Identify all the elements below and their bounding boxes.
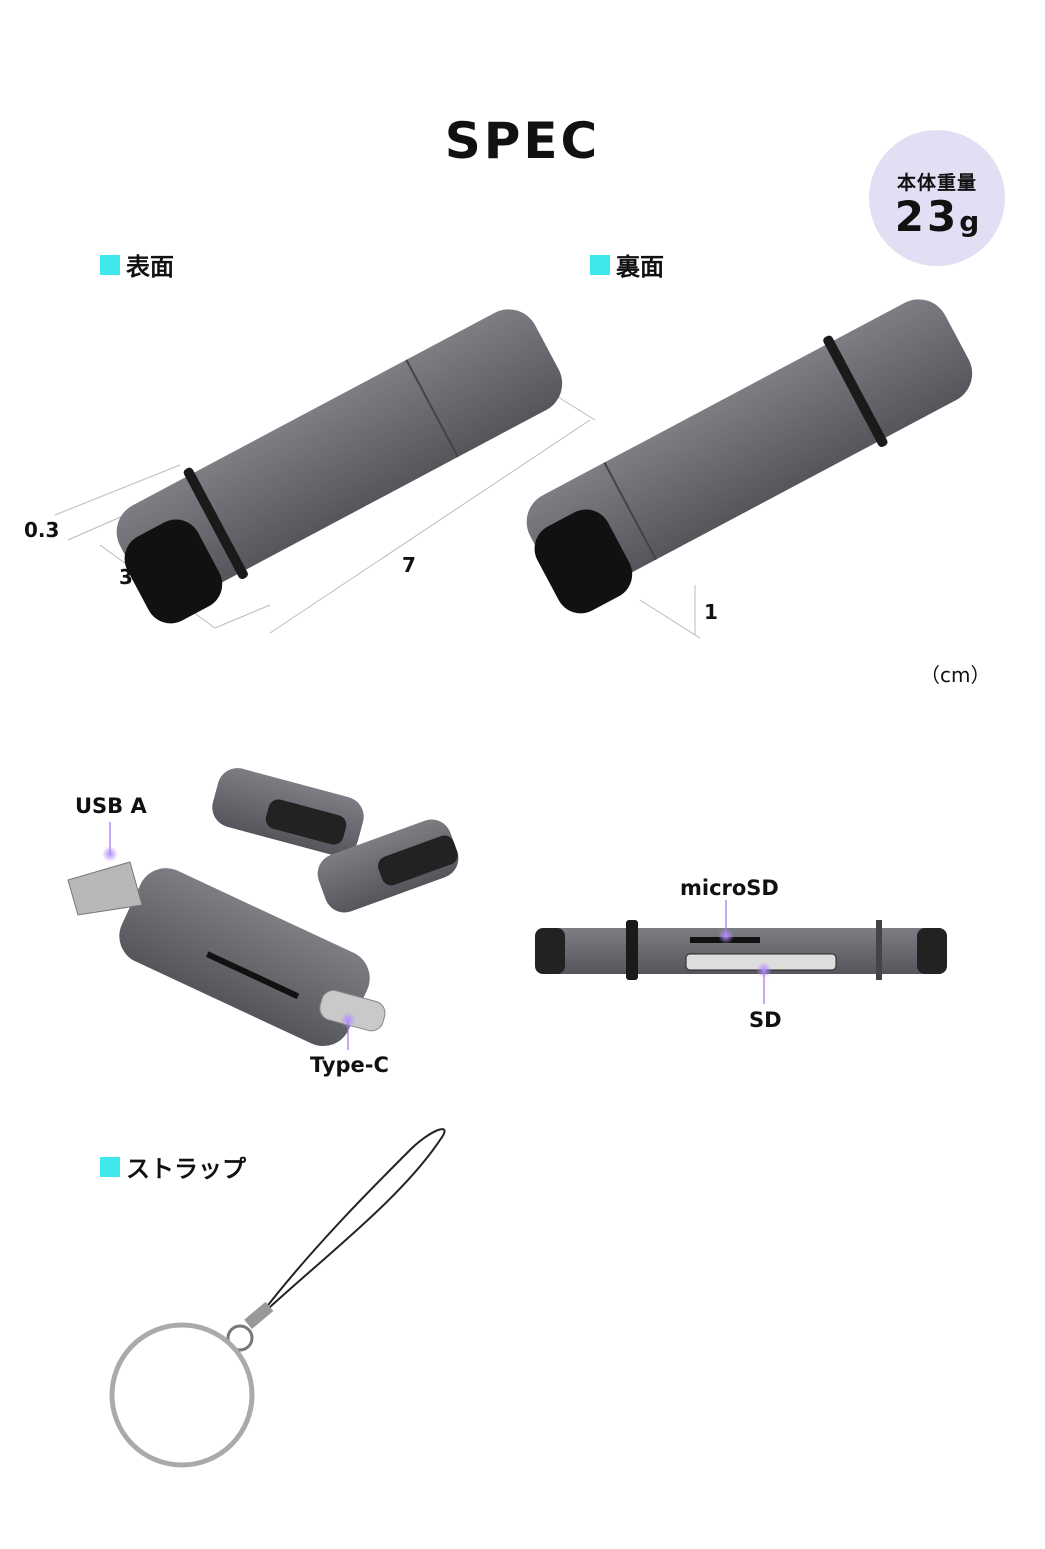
section-back-label: 裏面 <box>616 253 664 281</box>
callout-usb-a: USB A <box>75 794 147 818</box>
marker-square <box>100 1156 120 1177</box>
front-device-image <box>116 309 563 624</box>
callout-sd: SD <box>749 1008 782 1032</box>
section-back: 裏面 <box>590 247 664 282</box>
weight-label: 本体重量 <box>896 172 977 194</box>
strap-image <box>109 1128 446 1468</box>
section-front-label: 表面 <box>126 253 174 281</box>
marker-square <box>100 254 120 275</box>
weight-badge: 本体重量 23g <box>869 130 1005 266</box>
callout-type-c: Type-C <box>310 1053 389 1077</box>
callout-microsd: microSD <box>680 876 779 900</box>
callout-dots <box>102 846 772 1028</box>
weight-number: 23 <box>894 192 960 241</box>
side-device-image <box>535 920 947 980</box>
section-strap-label: ストラップ <box>126 1155 246 1183</box>
dimension-length: 7 <box>402 553 416 577</box>
dimension-height: 1 <box>704 600 718 624</box>
ports-device-image <box>67 768 459 1047</box>
back-device-image <box>526 299 973 614</box>
section-front: 表面 <box>100 247 174 282</box>
dimension-thickness: 0.3 <box>24 518 60 542</box>
marker-square <box>590 254 610 275</box>
dimension-unit: （cm） <box>920 663 991 687</box>
section-strap: ストラップ <box>100 1149 246 1184</box>
page-title: SPEC <box>444 112 601 170</box>
dimension-width: 3 <box>119 565 133 589</box>
weight-unit: g <box>959 205 980 238</box>
weight-value: 23g <box>869 195 1005 244</box>
